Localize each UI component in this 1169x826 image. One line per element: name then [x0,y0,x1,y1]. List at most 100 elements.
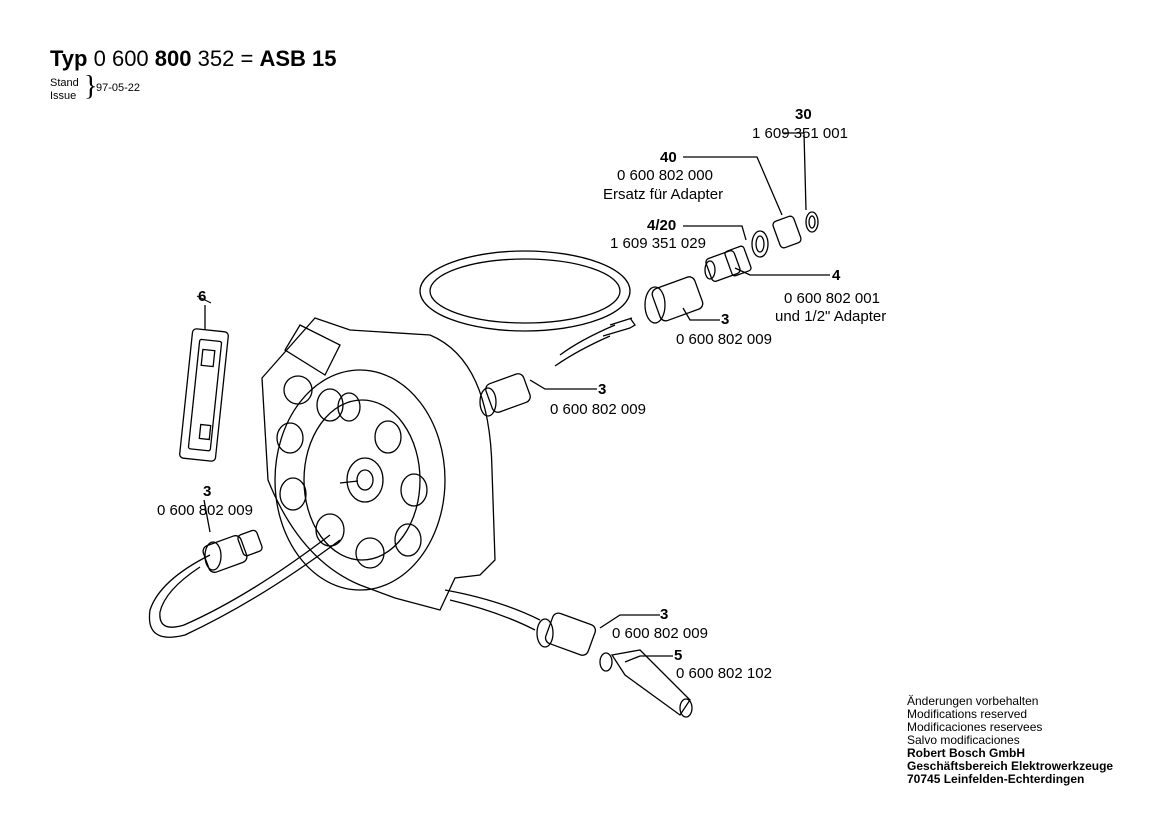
seal-ring-30-inner [808,215,816,229]
part-3b-pos-text: 3 [598,381,607,398]
connector-bottom-ring [536,618,554,648]
reel-hole-9 [316,388,344,422]
footer-company: Robert Bosch GmbH [907,746,1026,760]
connector-bottom [544,612,597,656]
seal-ring-4-20 [751,230,769,258]
part-3c-pos: 3 [203,483,211,501]
reel-hole-7 [400,473,428,507]
reel-axle [356,469,374,491]
nozzle-body [610,649,691,716]
adapter-4-20 [724,245,752,277]
issue-label: Issue [50,90,77,102]
connector-top [651,276,704,322]
adapter-4 [705,250,741,282]
leader-line-3-d [599,614,660,629]
part-40-number: 0 600 802 000 [617,167,713,184]
part-3d-number: 0 600 802 009 [612,625,708,642]
typ-label: Typ [50,46,88,71]
brace-icon: } [84,71,98,102]
footer-line-es: Salvo modificaciones [907,733,1020,747]
part-40-desc: Ersatz für Adapter [603,186,724,203]
leader-line-4 [734,267,830,276]
reel-hole-3 [279,477,307,511]
connector-left-ring [204,541,222,571]
part-30: 30 [795,106,812,124]
part-5-pos-text: 5 [674,647,683,664]
part-3a-pos: 3 [721,311,729,329]
nozzle-outlet [679,698,693,718]
leader-line-3-b [529,379,597,390]
adapter-4-tip [704,260,716,280]
part-4-20-number: 1 609 351 029 [610,235,706,252]
connector-top-ring [644,286,666,324]
adapter-40 [772,215,802,249]
seal-ring-4-20-inner [755,235,765,253]
part-4-pos-text: 4 [832,267,841,284]
part-40-pos: 40 [660,149,677,167]
footer-address: 70745 Leinfelden-Echterdingen [907,772,1085,786]
model-name: ASB 15 [259,46,337,71]
part-6-pos-text: 6 [198,288,207,305]
wall-bracket-slot-top [200,348,216,368]
reel-hub-ring [303,399,421,561]
part-3a-number: 0 600 802 009 [676,331,772,348]
hose-bottom-right [444,589,541,631]
reel-hole-1 [283,375,313,405]
wall-bracket [179,328,229,462]
reel-housing [261,317,496,611]
reel-hole-8 [374,420,402,454]
part-3d-pos: 3 [660,606,668,624]
leader-line-5 [624,655,673,663]
hose-end-top [602,317,636,337]
reel-spindle [339,480,359,484]
part-3d-pos-text: 3 [660,606,669,623]
part-4-pos: 4 [832,267,840,285]
stand-issue-labels: Stand Issue [50,77,79,103]
position-6-strike [196,295,212,304]
typ-number-c: 352 = [197,46,254,71]
part-3c-number: 0 600 802 009 [157,502,253,519]
part-40-pos-text: 40 [660,149,677,166]
leader-line-4-20 [683,225,747,241]
reel-hub [346,457,384,503]
nozzle-tip-connector [599,652,613,672]
hose-connector-link [554,324,616,367]
connector-mid [485,373,531,413]
part-5-number: 0 600 802 102 [676,665,772,682]
leader-line-30 [783,132,807,211]
part-30-pos: 30 [795,106,812,123]
footer-division: Geschäftsbereich Elektrowerkzeuge [907,759,1114,773]
footer-notice: Änderungen vorbehalten Modifications res… [907,695,1113,786]
connector-mid-ring [479,387,497,417]
reel-hole-4 [315,513,345,547]
part-4-20-pos-text: 4/20 [647,217,677,234]
typ-number-a: 0 600 [93,46,149,71]
part-4-20-pos: 4/20 [647,217,676,235]
part-4-desc: und 1/2" Adapter [775,308,887,325]
hose-coil-outer [419,250,631,332]
part-3a-pos-text: 3 [721,311,730,328]
stand-label: Stand [50,77,79,89]
part-5-pos: 5 [674,647,682,665]
hose-bottom-left [148,534,341,638]
part-6-pos: 6 [198,288,206,306]
footer-line-de: Änderungen vorbehalten [907,694,1039,708]
wall-bracket-slot-bottom [198,423,212,441]
part-3c-pos-text: 3 [203,483,212,500]
reel-hole-2 [276,422,304,454]
connector-left [202,535,248,573]
hose-coil-inner [429,258,621,324]
footer-line-en: Modifications reserved [907,707,1028,721]
reel-hole-6 [394,523,422,557]
connector-left-tail [237,529,263,557]
reel-drum [274,369,446,591]
wall-bracket-inner [187,338,223,452]
seal-ring-30 [805,211,819,233]
typ-number-b: 800 [154,46,192,71]
part-3b-pos: 3 [598,381,606,399]
issue-date: 97-05-22 [96,82,141,94]
page-title: Typ 0 600 800 352 = ASB 15 [50,46,336,72]
reel-handle [284,324,341,376]
part-4-number: 0 600 802 001 [784,290,880,307]
